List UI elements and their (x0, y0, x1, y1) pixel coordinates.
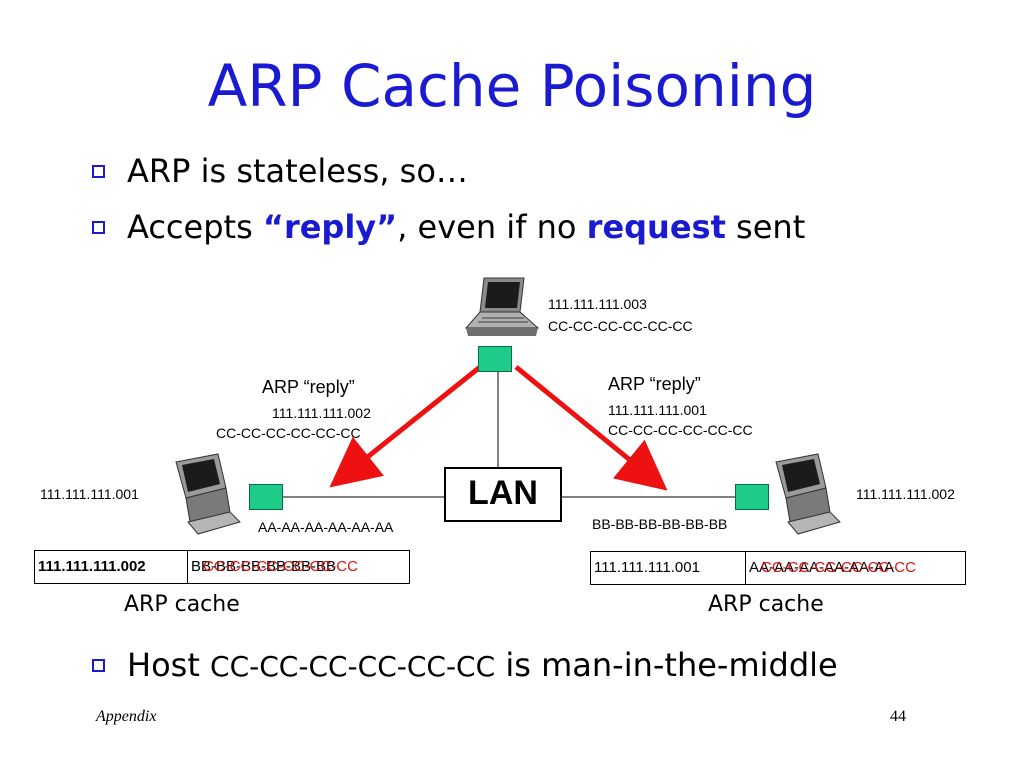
bullet-accepts-reply: Accepts “reply”, even if no request sent (92, 208, 805, 246)
bullet-text: Accepts (127, 208, 263, 246)
bullet-man-in-the-middle: Host CC-CC-CC-CC-CC-CC is man-in-the-mid… (92, 646, 838, 684)
switch-port-right (735, 484, 769, 510)
reply-arrow-right (514, 365, 668, 491)
cache-right-ip: 111.111.111.001 (594, 559, 700, 576)
bullet-text: sent (725, 208, 806, 246)
slide-number: 44 (890, 708, 906, 725)
slide-title: ARP Cache Poisoning (207, 52, 817, 120)
reply-left-mac: CC-CC-CC-CC-CC-CC (216, 425, 361, 441)
arp-cache-label-left: ARP cache (124, 592, 240, 617)
bullet-text: , even if no (397, 208, 587, 246)
arp-cache-table-right: 111.111.111.001 AA-AA-AA-AA-AA-AA CC-CC-… (590, 551, 966, 585)
computer-icon (175, 453, 241, 535)
cache-left-old-mac: BB-BB-BB-BB-BB-BB (191, 558, 337, 575)
bullet-text: is man-in-the-middle (495, 646, 838, 684)
bullet-square-icon (92, 659, 105, 672)
switch-port-left (249, 484, 283, 510)
switch-port-top (478, 346, 512, 372)
top-host-ip: 111.111.111.003 (548, 296, 647, 312)
lan-box (444, 467, 562, 522)
cache-divider (187, 551, 188, 583)
arp-cache-table-left: 111.111.111.002 BB-BB-BB-BB-BB-BB CC-CC-… (34, 550, 410, 584)
reply-label-right: ARP “reply” (608, 374, 701, 394)
reply-right-ip: 111.111.111.001 (608, 402, 707, 418)
reply-left-ip: 111.111.111.002 (272, 405, 371, 421)
bullet-square-icon (92, 221, 105, 234)
cache-right-old-mac: AA-AA-AA-AA-AA-AA (749, 559, 895, 576)
cache-left-poisoned-mac: CC-CC-CC-CC-CC-CC (203, 558, 358, 575)
cache-right-poisoned-mac: CC-CC-CC-CC-CC-CC (761, 559, 916, 576)
bullet-text: ARP is stateless, so… (127, 152, 468, 190)
bullet-stateless: ARP is stateless, so… (92, 152, 468, 190)
top-host-mac: CC-CC-CC-CC-CC-CC (548, 318, 693, 334)
request-highlight: request (586, 208, 726, 246)
reply-arrow-left (329, 365, 482, 488)
left-host-mac: AA-AA-AA-AA-AA-AA (258, 519, 394, 535)
laptop-icon (464, 277, 540, 336)
computer-icon (775, 453, 841, 535)
cache-divider (745, 552, 746, 584)
right-host-mac: BB-BB-BB-BB-BB-BB (592, 516, 728, 532)
arp-cache-label-right: ARP cache (708, 592, 824, 617)
left-host-ip: 111.111.111.001 (40, 486, 139, 502)
cache-left-ip: 111.111.111.002 (38, 558, 146, 575)
attacker-mac: CC-CC-CC-CC-CC-CC (210, 650, 496, 683)
lan-label: LAN (468, 474, 538, 512)
reply-highlight: “reply” (262, 208, 398, 246)
bullet-square-icon (92, 165, 105, 178)
bullet-text: Host (127, 646, 211, 684)
reply-label-left: ARP “reply” (262, 377, 355, 397)
right-host-ip: 111.111.111.002 (856, 486, 955, 502)
footer-label: Appendix (96, 708, 157, 725)
reply-right-mac: CC-CC-CC-CC-CC-CC (608, 422, 753, 438)
